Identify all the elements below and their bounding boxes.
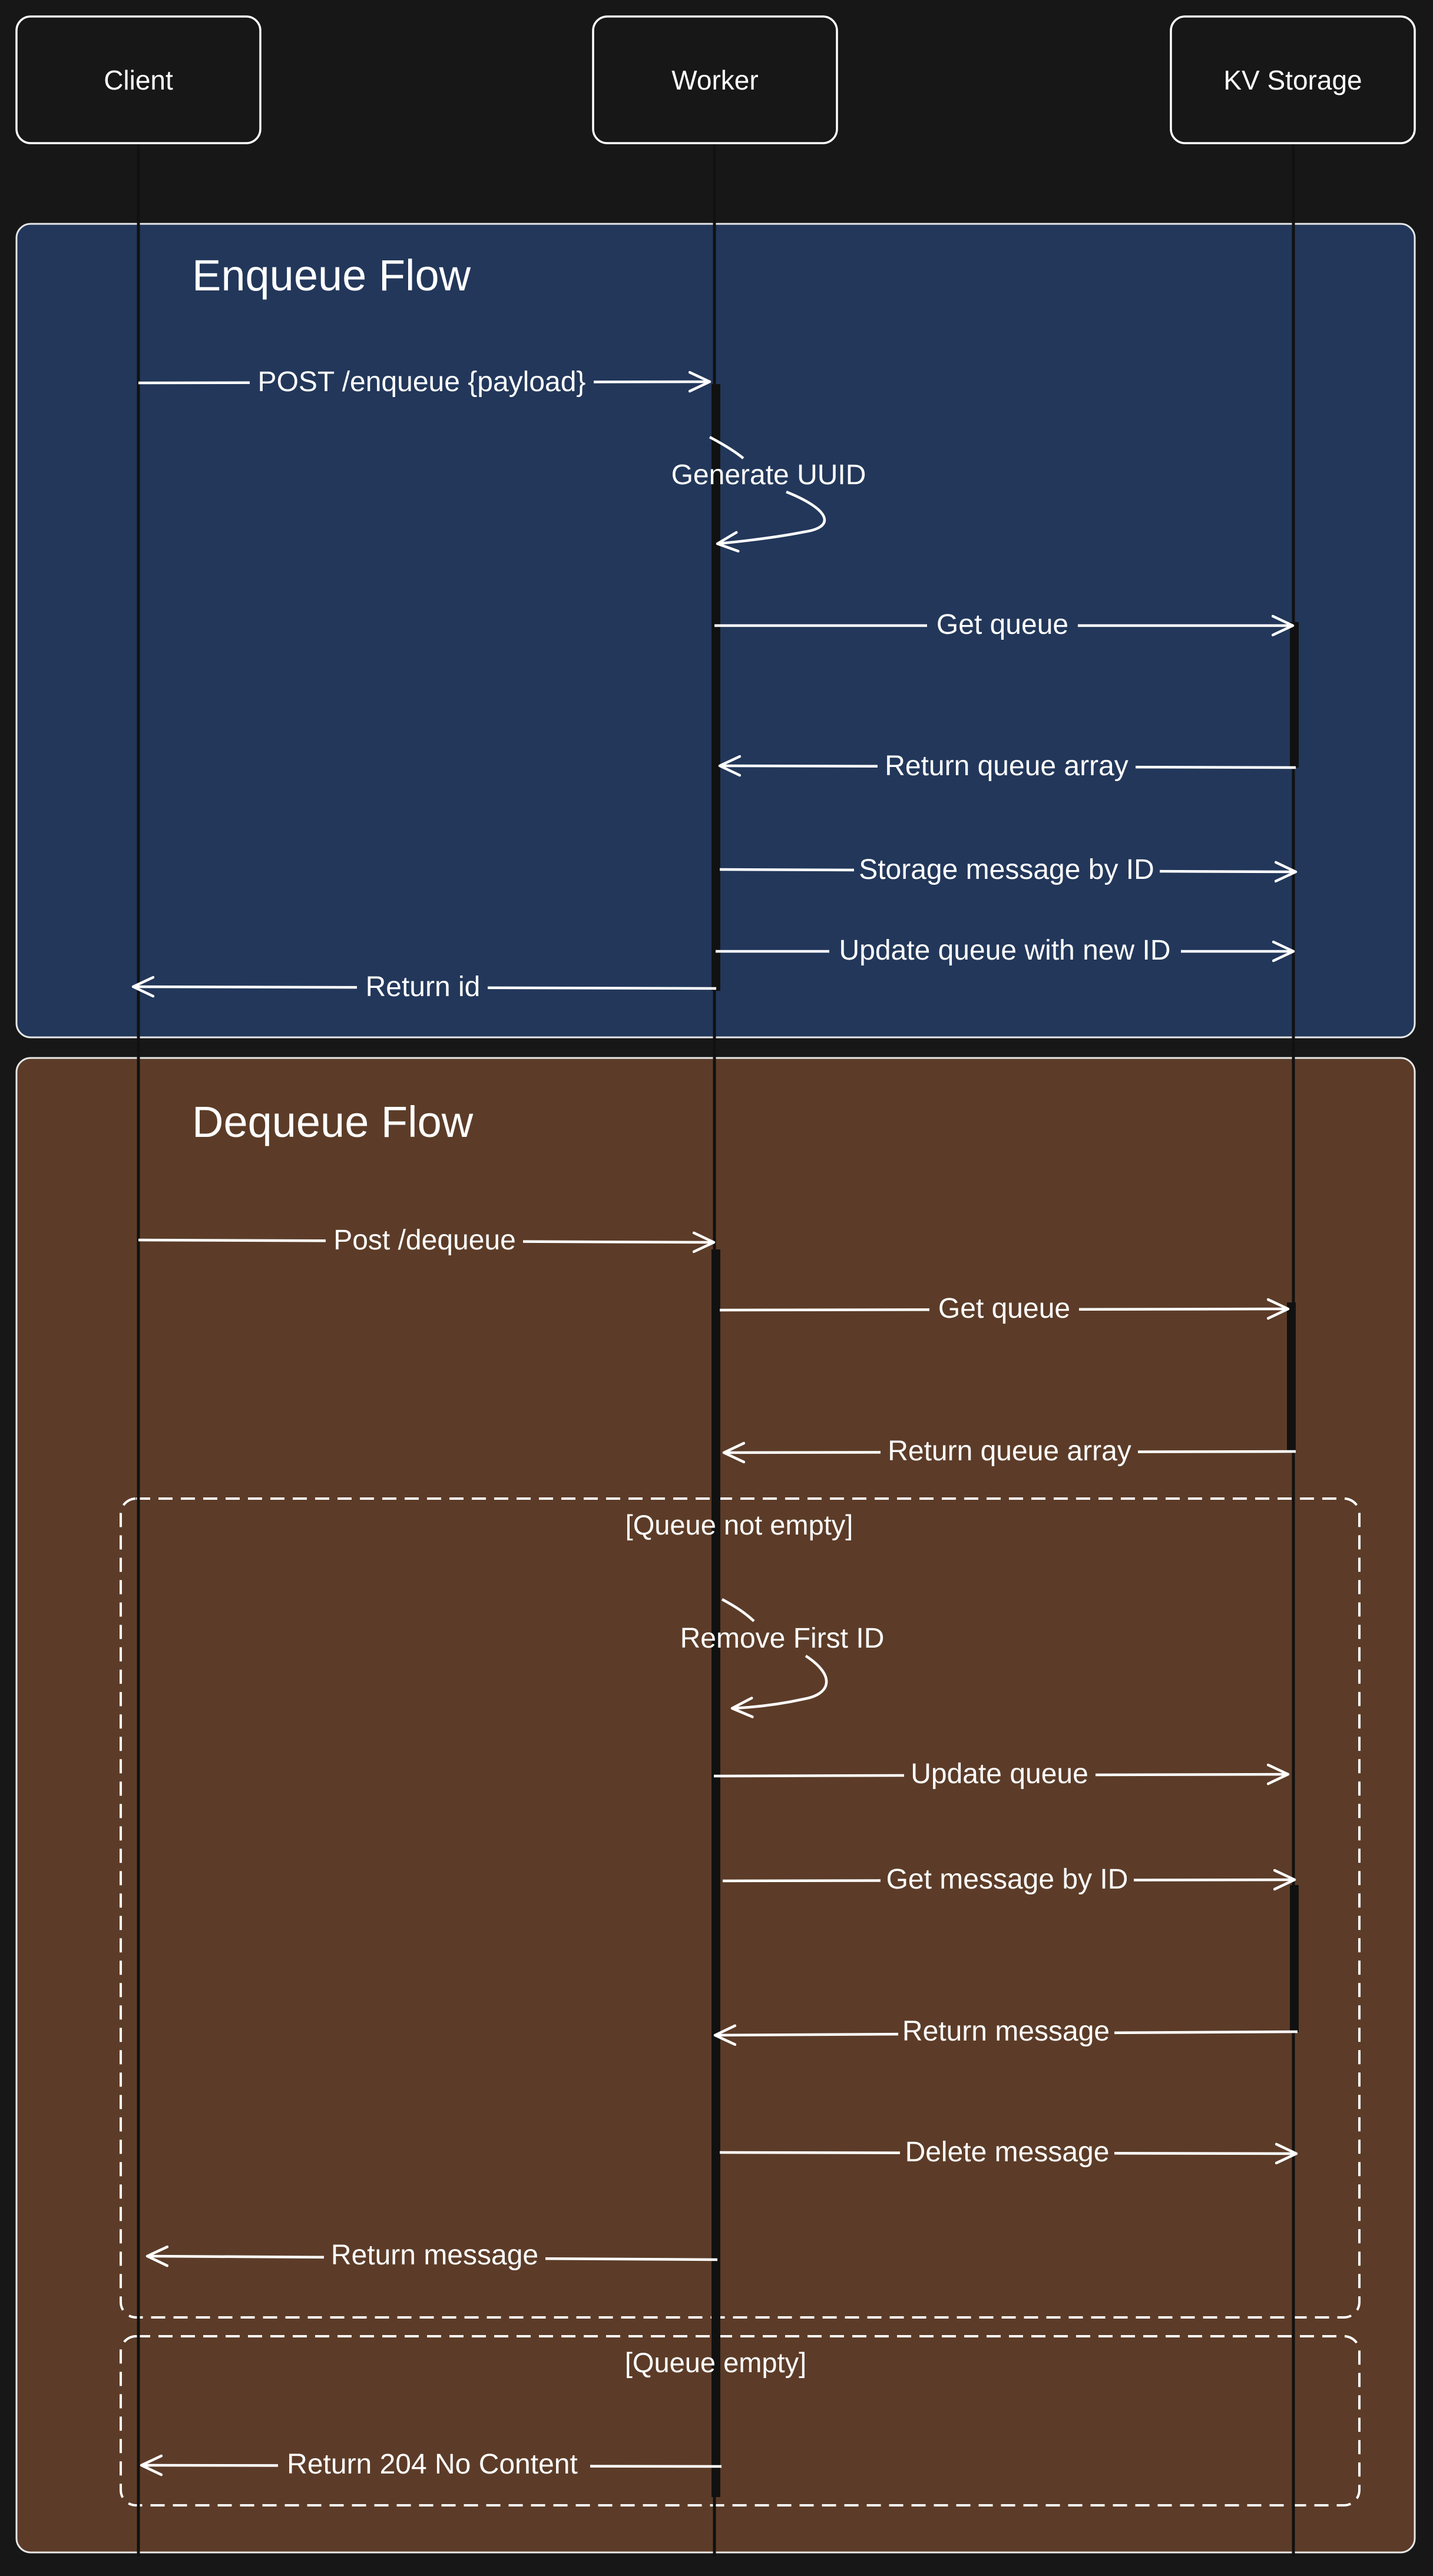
queue-not-empty-label: [Queue not empty] xyxy=(626,1509,853,1540)
message-generate-uuid: Generate UUID xyxy=(671,436,866,544)
message-return-queue-array-dequeue: Return queue array xyxy=(724,1434,1296,1470)
message-label: Return queue array xyxy=(888,1436,1131,1467)
message-label: Update queue with new ID xyxy=(839,935,1170,966)
message-label: Get message by ID xyxy=(886,1864,1128,1895)
message-label: Return 204 No Content xyxy=(287,2449,578,2480)
queue-empty-label: [Queue empty] xyxy=(625,2347,806,2378)
message-update-queue: Update queue xyxy=(713,1757,1288,1793)
participant-client-label: Client xyxy=(104,65,173,95)
participant-kv-storage-label: KV Storage xyxy=(1223,65,1362,95)
participant-kv-storage: KV Storage xyxy=(1170,15,1416,144)
participant-worker-label: Worker xyxy=(671,65,758,95)
message-get-queue-dequeue: Get queue xyxy=(719,1292,1288,1327)
kv-activation-enqueue xyxy=(1290,622,1299,768)
message-get-queue-enqueue: Get queue xyxy=(714,608,1293,643)
message-label: POST /enqueue {payload} xyxy=(258,366,586,398)
message-remove-first-id: Remove First ID xyxy=(680,1598,885,1708)
message-return-message-kv: Return message xyxy=(715,2015,1298,2050)
message-return-id: Return id xyxy=(133,970,717,1006)
message-label: Update queue xyxy=(911,1758,1088,1790)
message-label: Delete message xyxy=(905,2137,1110,2168)
participant-worker: Worker xyxy=(592,15,838,144)
kv-activation-get-queue xyxy=(1287,1302,1296,1451)
message-return-queue-array-enqueue: Return queue array xyxy=(720,749,1296,785)
worker-activation-dequeue xyxy=(711,1249,720,2497)
dequeue-flow-title: Dequeue Flow xyxy=(192,1097,474,1146)
message-storage-message-by-id: Storage message by ID xyxy=(719,853,1296,888)
message-label: Generate UUID xyxy=(671,459,866,491)
message-return-message-client: Return message xyxy=(147,2238,718,2274)
message-label: Return message xyxy=(331,2240,538,2271)
queue-empty-frame xyxy=(120,2335,1361,2506)
message-post-enqueue: POST /enqueue {payload} xyxy=(138,365,710,401)
message-label: Storage message by ID xyxy=(859,854,1154,885)
message-label: Remove First ID xyxy=(680,1623,885,1654)
message-label: Get queue xyxy=(938,1293,1070,1324)
participant-client: Client xyxy=(15,15,262,144)
message-label: Post /dequeue xyxy=(333,1225,516,1256)
message-label: Return message xyxy=(902,2016,1110,2047)
queue-not-empty-frame xyxy=(120,1497,1361,2319)
message-get-message-by-id: Get message by ID xyxy=(722,1863,1295,1898)
message-return-204: Return 204 No Content xyxy=(141,2448,722,2483)
message-label: Get queue xyxy=(936,609,1068,640)
kv-activation-get-message xyxy=(1290,1885,1299,2032)
message-update-queue-with-new-id: Update queue with new ID xyxy=(716,934,1293,969)
message-delete-message: Delete message xyxy=(719,2135,1296,2171)
message-label: Return queue array xyxy=(885,750,1128,782)
message-label: Return id xyxy=(366,971,481,1003)
message-post-dequeue: Post /dequeue xyxy=(138,1223,714,1259)
enqueue-flow-title: Enqueue Flow xyxy=(192,251,471,300)
